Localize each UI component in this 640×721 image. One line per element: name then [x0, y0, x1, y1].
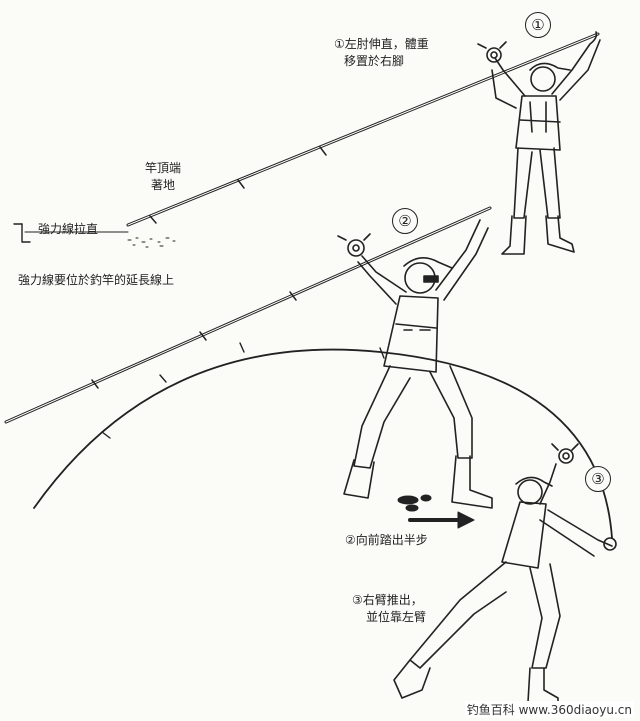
watermark: 钓鱼百科 www.360diaoyu.cn	[464, 701, 634, 718]
step-1-caption-line: ①左肘伸直，體重	[334, 37, 429, 51]
step-1-caption-line: 移置於右腳	[344, 54, 405, 68]
rod-step-3	[33, 342, 613, 539]
figure-step-3	[393, 443, 617, 709]
step-number-1: ①	[525, 12, 551, 38]
step-1-caption: ①左肘伸直，體重 移置於右腳	[334, 36, 429, 70]
step-number-3: ③	[585, 466, 611, 492]
rod-step-2	[4, 206, 492, 424]
line-position-label: 強力線要位於釣竿的延長線上	[18, 273, 175, 287]
rod-tip-note-line: 竿頂端	[145, 161, 182, 175]
figure-step-2	[337, 219, 493, 509]
rod-tip-note: 竿頂端 著地	[145, 160, 181, 194]
step-3-caption: ③右臂推出， 並位靠左臂	[352, 592, 426, 626]
step-2-caption: ②向前踏出半步	[345, 533, 428, 547]
rod-step-1	[126, 32, 600, 227]
step-3-caption-line: 並位靠左臂	[366, 610, 427, 624]
leader-line	[13, 223, 129, 243]
ground-dust	[127, 237, 176, 248]
line-taut-label: 強力線拉直	[38, 222, 99, 236]
rod-tip-note-line: 著地	[151, 178, 176, 192]
step-forward-marker	[397, 494, 475, 529]
figure-step-1	[477, 31, 601, 255]
step-3-caption-line: ③右臂推出，	[352, 593, 423, 607]
step-number-2: ②	[392, 208, 418, 234]
